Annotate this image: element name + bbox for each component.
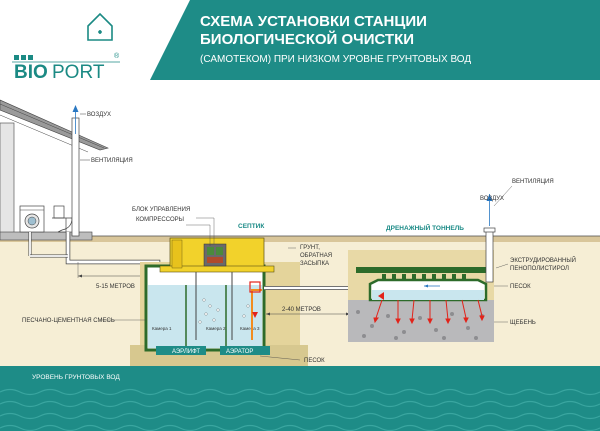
label-soil-3: ЗАСЫПКА	[300, 261, 329, 267]
title-line-1: СХЕМА УСТАНОВКИ СТАНЦИИ	[200, 13, 427, 30]
logo-registered-mark: ®	[114, 52, 120, 60]
aerator-tag	[220, 346, 270, 355]
bioport-logo: BIO PORT ®	[12, 12, 120, 83]
logo-bio-text: BIO	[14, 62, 48, 83]
toilet-icon	[52, 205, 73, 233]
label-septic: СЕПТИК	[238, 223, 264, 230]
groundwater-band	[0, 366, 600, 431]
label-aerator: АЭРАТОР	[226, 349, 253, 355]
label-drain-tunnel: ДРЕНАЖНЫЙ ТОННЕЛЬ	[386, 223, 464, 232]
compressor-housing	[159, 237, 275, 273]
air-arrow-right-icon	[486, 194, 493, 201]
washing-machine-icon	[19, 205, 45, 233]
label-sand-right: ПЕСОК	[510, 284, 531, 290]
label-extruded-1: ЭКСТРУДИРОВАННЫЙ	[510, 256, 576, 264]
vent-pipe-right	[485, 229, 494, 283]
drain-gravel	[348, 300, 494, 342]
house-roof	[0, 99, 109, 151]
house-icon	[87, 12, 113, 41]
label-soil-1: ГРУНТ,	[300, 245, 320, 251]
label-soil-2: ОБРАТНАЯ	[300, 253, 332, 259]
label-chamber-3: Камера 3	[240, 326, 260, 331]
label-chamber-2: Камера 2	[206, 326, 226, 331]
house	[0, 99, 109, 241]
label-air-left: ВОЗДУХ	[87, 112, 111, 118]
air-arrow-up-icon	[72, 105, 79, 112]
label-air-right: ВОЗДУХ	[480, 196, 504, 202]
label-sand-bottom: ПЕСОК	[304, 358, 325, 364]
label-sand-cement: ПЕСЧАНО-ЦЕМЕНТНАЯ СМЕСЬ	[22, 318, 115, 324]
house-floor	[0, 231, 93, 241]
airlift-tag	[156, 346, 206, 355]
label-groundwater: уровень грунтовых вод	[32, 374, 120, 381]
label-ventilation-left: ВЕНТИЛЯЦИЯ	[91, 158, 133, 164]
drainage-tunnel-area	[348, 250, 494, 342]
vent-pipe-left	[71, 117, 80, 237]
return-tube	[251, 289, 262, 340]
aerator-bubbles	[198, 298, 250, 324]
groundwater-waves	[0, 388, 600, 431]
logo-port-text: PORT	[52, 62, 105, 83]
label-distance-2-40: 2-40 МЕТРОВ	[282, 307, 321, 313]
septic-tank: Камера 1 Камера 2 Камера 3	[144, 264, 266, 352]
infiltration-arrows	[373, 299, 485, 325]
subtitle: (САМОТЕКОМ) ПРИ НИЗКОМ УРОВНЕ ГРУНТОВЫХ …	[200, 54, 471, 65]
label-chamber-1: Камера 1	[152, 326, 172, 331]
label-airlift: АЭРЛИФТ	[172, 349, 200, 355]
label-gravel: ЩЕБЕНЬ	[510, 320, 536, 326]
tunnel-water	[372, 290, 484, 300]
title-banner	[150, 0, 600, 80]
label-extruded-2: ПЕНОПОЛИСТИРОЛ	[510, 266, 569, 272]
label-compressors: КОМПРЕССОРЫ	[136, 217, 184, 223]
extruded-polystyrene	[356, 267, 486, 273]
title-line-2: БИОЛОГИЧЕСКОЙ ОЧИСТКИ	[200, 30, 414, 48]
label-distance-5-15: 5-15 МЕТРОВ	[96, 284, 135, 290]
house-wall	[0, 122, 15, 237]
label-control-unit: БЛОК УПРАВЛЕНИЯ	[132, 207, 190, 213]
ground-surface	[0, 236, 600, 242]
flow-arrow-icon	[252, 312, 258, 318]
label-ventilation-right: ВЕНТИЛЯЦИЯ	[512, 179, 554, 185]
